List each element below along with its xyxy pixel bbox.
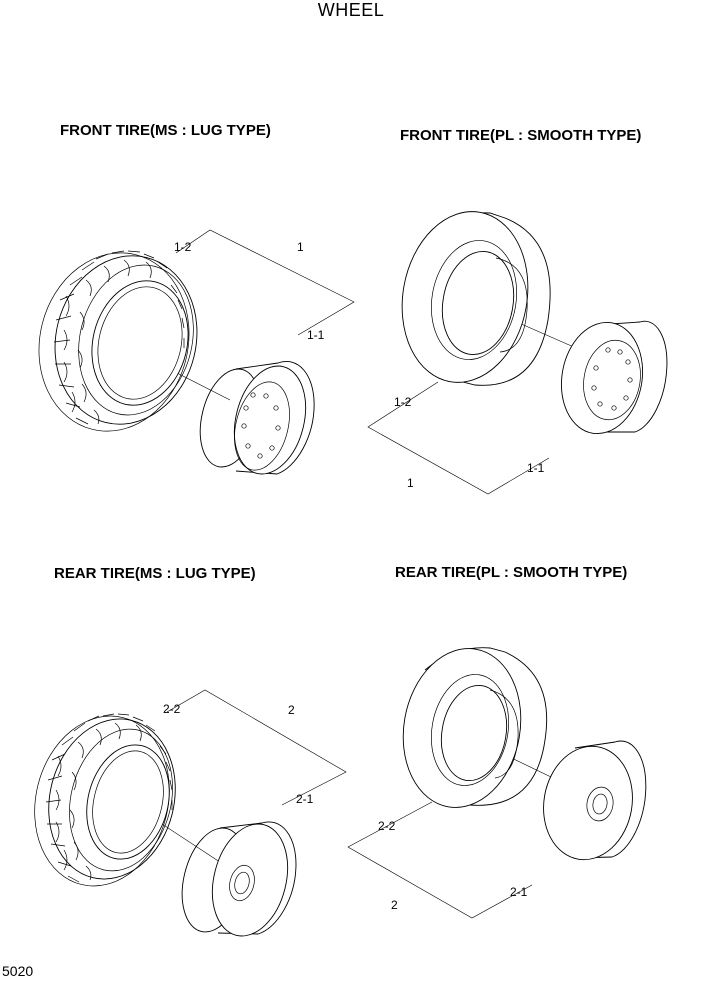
rear-smooth-assembly: 2-2 2 2-1 (347, 647, 647, 919)
rear-smooth-assembly-callout: 2 (391, 898, 398, 912)
front-lug-section-title: FRONT TIRE(MS : LUG TYPE) (60, 122, 271, 139)
front-lug-tire (38, 250, 198, 432)
front-lug-assembly-callout: 1 (297, 240, 304, 254)
rear-lug-wheel (181, 821, 297, 937)
front-lug-wheel-callout: 1-1 (307, 328, 325, 342)
rear-smooth-wheel-callout: 2-1 (510, 885, 528, 899)
front-smooth-bracket (367, 381, 550, 495)
front-smooth-section-title: FRONT TIRE(PL : SMOOTH TYPE) (400, 127, 642, 144)
front-smooth-tire (401, 211, 551, 386)
rear-lug-tire (34, 713, 176, 887)
rear-smooth-bracket (347, 801, 533, 919)
front-smooth-assembly: 1-2 1 1-1 (367, 211, 668, 495)
front-smooth-tire-callout: 1-2 (394, 395, 412, 409)
front-smooth-wheel-callout: 1-1 (527, 461, 545, 475)
page-title: WHEEL (317, 0, 385, 20)
rear-lug-assembly: 2-2 2 2-1 (34, 689, 347, 937)
page-number: 5020 (2, 963, 34, 979)
rear-lug-wheel-callout: 2-1 (296, 792, 314, 806)
rear-lug-tire-callout: 2-2 (163, 702, 181, 716)
rear-smooth-tire (402, 647, 548, 808)
front-lug-assembly: 1-2 1 1-1 (38, 229, 355, 475)
rear-lug-bracket (166, 689, 347, 806)
front-lug-tire-callout: 1-2 (174, 240, 192, 254)
rear-lug-assembly-callout: 2 (288, 703, 295, 717)
front-smooth-wheel (560, 320, 668, 435)
front-lug-wheel (199, 361, 315, 475)
rear-smooth-wheel (543, 740, 647, 861)
rear-smooth-tire-callout: 2-2 (378, 819, 396, 833)
front-smooth-assembly-callout: 1 (407, 476, 414, 490)
rear-smooth-section-title: REAR TIRE(PL : SMOOTH TYPE) (395, 564, 628, 581)
rear-lug-section-title: REAR TIRE(MS : LUG TYPE) (54, 565, 256, 582)
front-lug-bracket (175, 229, 355, 336)
